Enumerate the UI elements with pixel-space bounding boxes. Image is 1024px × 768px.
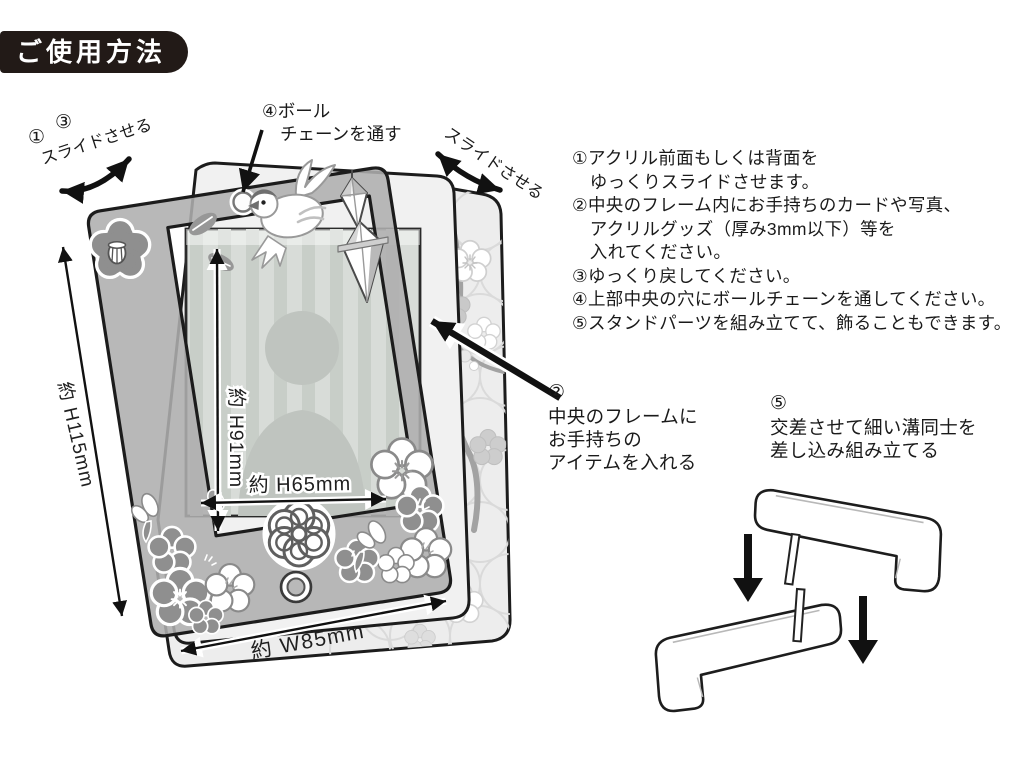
slide-arrow-right (435, 151, 503, 195)
instruction-line: ①アクリル前面もしくは背面を (572, 148, 819, 168)
mizuhiki-knot-icon (262, 497, 336, 571)
dimension-outer-width-arrow (180, 594, 447, 658)
stand-piece-lower (646, 600, 853, 716)
usage-badge: ご使用方法 (0, 31, 189, 73)
ball-chain-line2: チェーンを通す (280, 124, 402, 144)
slide-step-1: ① (28, 127, 46, 148)
ball-chain-line1: ④ボール (262, 101, 331, 121)
insert-line3: アイテムを入れる (548, 452, 697, 473)
insert-line2: お手持ちの (548, 429, 643, 450)
instruction-line: ③ゆっくり戻してください。 (572, 265, 801, 286)
insert-callout: ② 中央のフレームに お手持ちの アイテムを入れる (548, 381, 698, 474)
insert-line1: 中央のフレームに (548, 406, 698, 427)
dimension-inner-height-arrow (206, 248, 229, 532)
instruction-line: ゆっくりスライドさせます。 (572, 171, 820, 192)
slide-arrow-left (59, 156, 132, 204)
dimension-inner-width-arrow (200, 488, 387, 514)
insert-pointer-arrow (428, 315, 564, 404)
assemble-arrow-left (733, 534, 763, 602)
stand-piece-upper (745, 486, 950, 596)
stand-step-number: ⑤ (770, 393, 788, 414)
stand-parts (646, 486, 950, 716)
instruction-line: アクリルグッズ（厚み3mm以下）等を (572, 218, 896, 239)
instruction-line: ②中央のフレーム内にお手持ちのカードや写真、 (572, 195, 962, 215)
ball-chain-arrow (238, 129, 264, 193)
bird-icon (248, 159, 336, 269)
instruction-line: ④上部中央の穴にボールチェーンを通してください。 (572, 289, 996, 309)
stand-line2: 差し込み組み立てる (770, 440, 940, 461)
dimension-inner-width-label: 約 H65mm (248, 472, 351, 497)
instruction-line: 入れてください。 (572, 242, 732, 262)
dimension-outer-height-arrow (57, 246, 128, 617)
crystal-charm-icon (337, 170, 389, 303)
slide-step-3: ③ (55, 112, 73, 133)
stand-slot-upper (783, 532, 801, 586)
stand-callout: ⑤ 交差させて細い溝同士を 差し込み組み立てる (770, 392, 977, 462)
ball-chain-callout: ④ボール チェーンを通す (262, 100, 402, 146)
stand-slot-lower (792, 587, 806, 643)
instruction-line: ⑤スタンドパーツを組み立てて、飾ることもできます。 (572, 312, 1012, 333)
assemble-arrow-right (848, 596, 878, 664)
instruction-list: ①アクリル前面もしくは背面を ゆっくりスライドさせます。 ②中央のフレーム内にお… (572, 147, 1012, 335)
stand-line1: 交差させて細い溝同士を (770, 417, 977, 438)
grommet-ring (279, 570, 313, 604)
insert-step-number: ② (548, 382, 566, 403)
chain-hole (229, 188, 257, 216)
dimension-inner-height-label: 約 H91mm (225, 388, 247, 488)
